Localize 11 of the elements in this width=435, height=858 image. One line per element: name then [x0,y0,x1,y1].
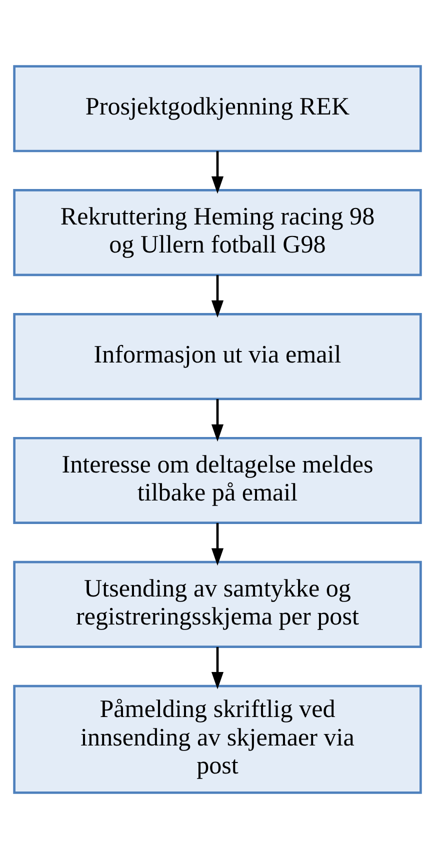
arrow [211,398,224,442]
node-box: Påmelding skriftlig ved innsending av skjemaer via post [13,684,422,794]
node-box: Utsending av samtykke og registreringsskjema per post [13,560,422,648]
node-box: Rekruttering Heming racing 98 og Ullern fotball G98 [13,188,422,276]
arrow [211,522,224,566]
arrow [211,646,224,689]
arrow [211,150,224,194]
node-box: Informasjon ut via email [13,312,422,400]
node-box: Prosjektgodkjenning REK [13,64,422,152]
node-box: Interesse om deltagelse meldes tilbake på email [13,436,422,524]
arrow [211,274,224,318]
